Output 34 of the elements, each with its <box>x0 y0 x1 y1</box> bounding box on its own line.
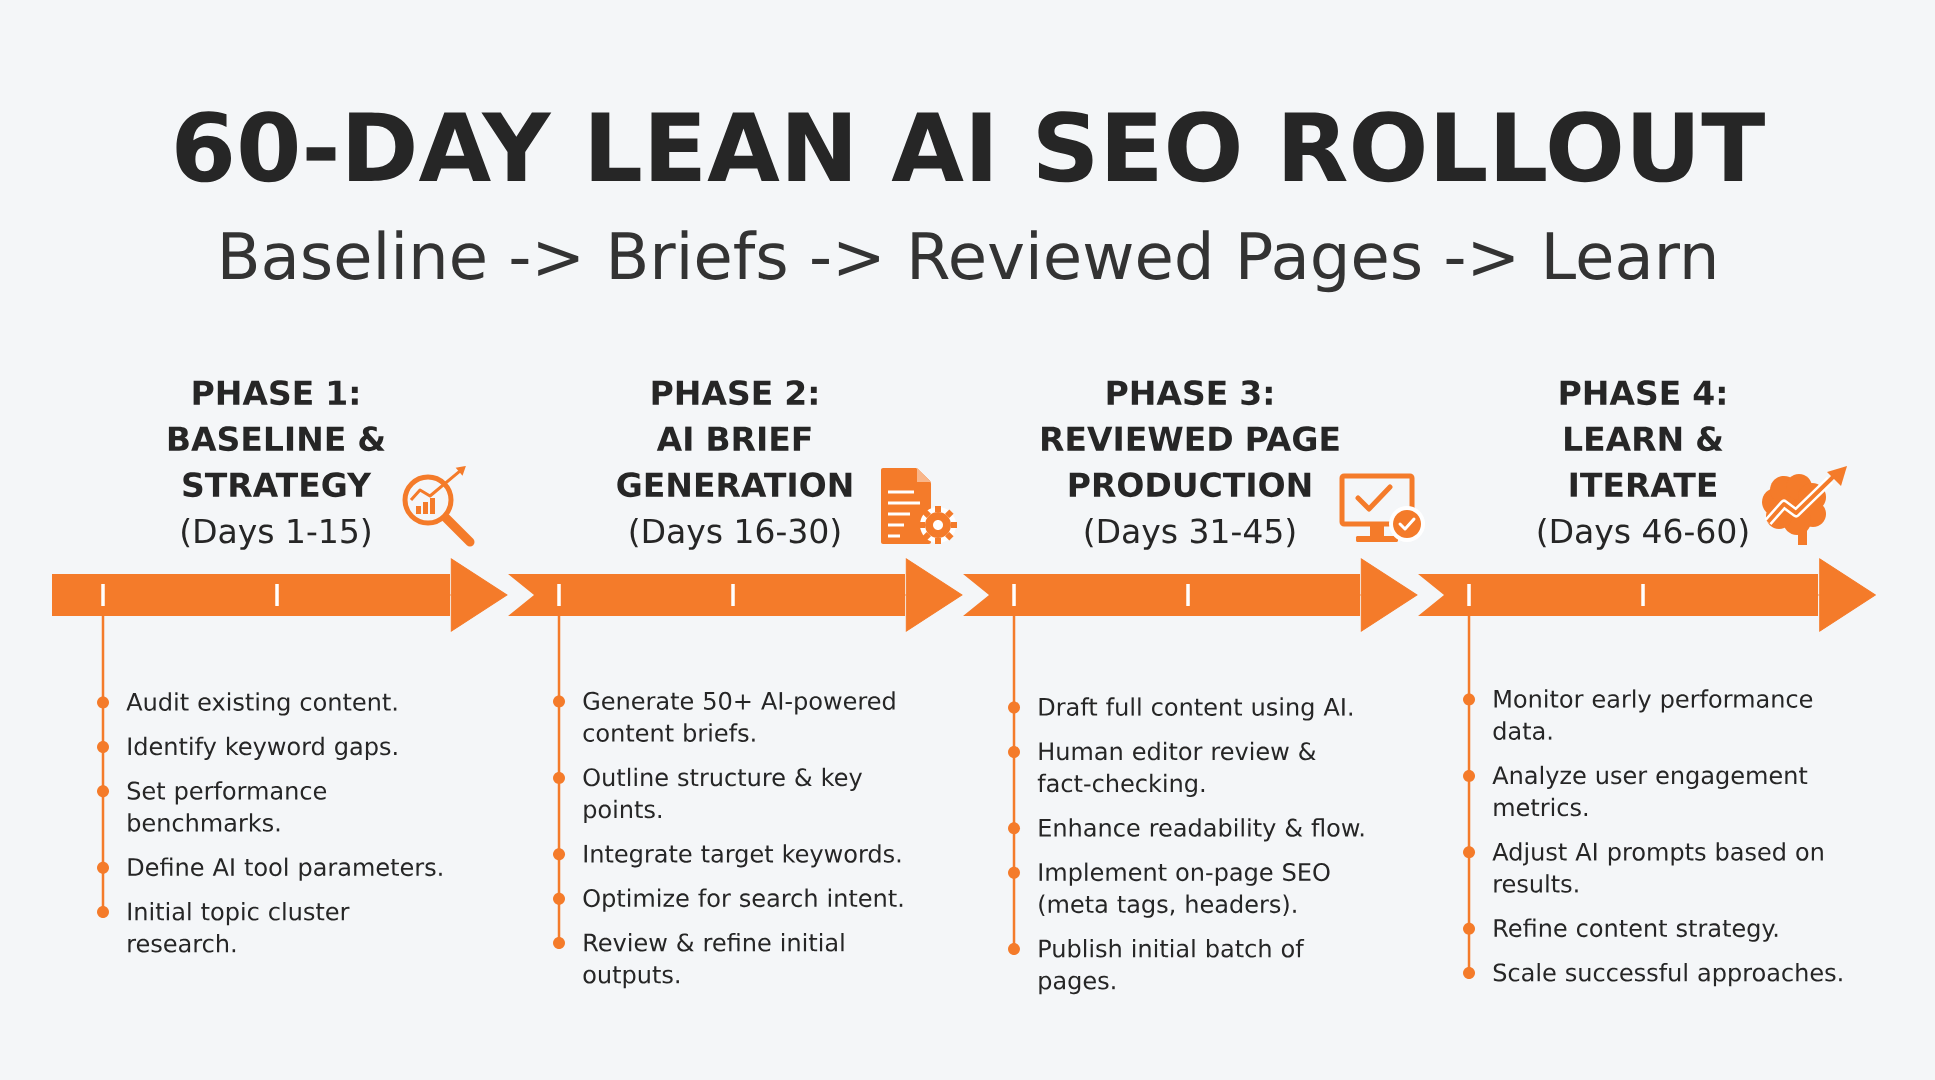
bullet-text: Implement on-page SEO (meta tags, headers). <box>1039 862 1330 918</box>
arrowhead <box>904 558 963 632</box>
bullet-text: Initial topic cluster research. <box>128 901 350 953</box>
bullet-text: Review & refine initial outputs. <box>583 932 844 989</box>
bullet-text: Publish initial batch of pages. <box>1039 938 1305 995</box>
subtitle: Baseline -> Briefs -> Reviewed Pages -> Learn <box>222 230 1714 293</box>
bullet-text: Draft full content using AI. <box>1039 697 1352 721</box>
phase-heading: PHASE 3: REVIEWED PAGE PRODUCTION <box>1042 380 1339 498</box>
bullet-text: Optimize for search intent. <box>583 888 903 912</box>
bullet-text: Refine content strategy. <box>1494 918 1778 942</box>
arrowhead <box>449 558 508 632</box>
date-range: (Days 1-15) <box>182 517 370 550</box>
bullet-text: Define AI tool parameters. <box>128 857 442 881</box>
date-range: (Days 16-30) <box>630 517 840 550</box>
phase-heading: PHASE 1: BASELINE & STRATEGY <box>168 380 385 498</box>
bullet-text: Set performance benchmarks. <box>127 781 327 832</box>
bullet-text: Generate 50+ AI-powered content briefs. <box>583 691 895 742</box>
arrowhead <box>1817 558 1876 632</box>
bullet-text: Identify keyword gaps. <box>128 736 397 760</box>
bullet-text: Analyze user engagement metrics. <box>1492 765 1808 817</box>
phase-heading: PHASE 2: AI BRIEF GENERATION <box>617 380 852 498</box>
bullet-text: Monitor early performance data. <box>1493 689 1813 740</box>
bullet-text: Audit existing content. <box>126 692 397 716</box>
bullet-text: Integrate target keywords. <box>584 844 901 868</box>
date-range: (Days 46-60) <box>1538 517 1748 550</box>
phase-heading: PHASE 4: LEARN & ITERATE <box>1560 380 1725 497</box>
bullet-text: Adjust AI prompts based on results. <box>1492 842 1823 893</box>
bullet-text: Scale successful approaches. <box>1493 963 1842 987</box>
arrowhead <box>1359 558 1418 632</box>
bullet-text: Outline structure & key points. <box>583 767 862 823</box>
bullet-text: Enhance readability & flow. <box>1039 818 1364 842</box>
date-range: (Days 31-45) <box>1085 517 1295 550</box>
bullet-text: Human editor review & fact-checking. <box>1037 741 1316 797</box>
title: 60-DAY LEAN AI SEO ROLLOUT <box>176 111 1765 183</box>
